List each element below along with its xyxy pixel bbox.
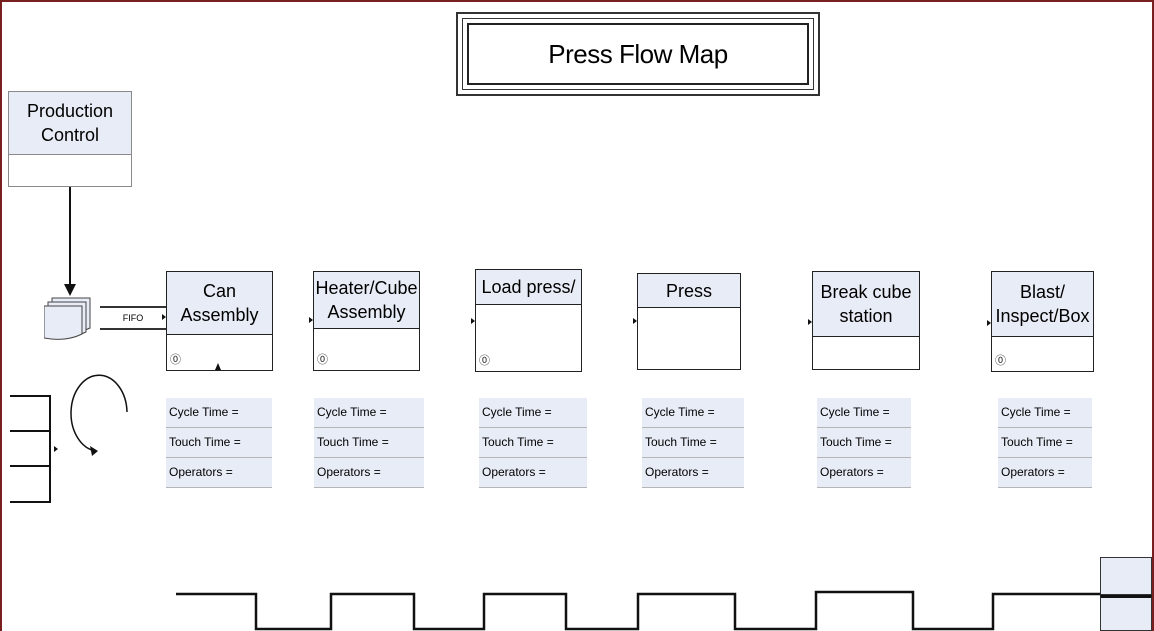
operator-icon: ⓪ — [317, 353, 328, 366]
arrowhead-icon — [808, 319, 812, 325]
operators-label: Operators = — [314, 458, 424, 488]
process-title: Blast/ Inspect/Box — [992, 272, 1093, 337]
arrowhead-icon — [162, 314, 166, 320]
data-box-break-cube-station: Cycle Time = Touch Time = Operators = — [817, 398, 911, 488]
process-title: Heater/Cube Assembly — [314, 272, 419, 329]
operator-icon: ⓪ — [170, 353, 181, 366]
process-box-blast-inspect-box: Blast/ Inspect/Box ⓪ — [991, 271, 1094, 372]
cycle-time-label: Cycle Time = — [314, 398, 424, 428]
process-title: Load press/ — [476, 270, 581, 305]
arrowhead-icon — [987, 320, 991, 326]
data-box-press: Cycle Time = Touch Time = Operators = — [642, 398, 744, 488]
data-box-can-assembly: Cycle Time = Touch Time = Operators = — [166, 398, 272, 488]
cycle-time-label: Cycle Time = — [642, 398, 744, 428]
process-box-load-press: Load press/ ⓪ — [475, 269, 582, 372]
touch-time-label: Touch Time = — [998, 428, 1092, 458]
process-box-can-assembly: Can Assembly ⓪ — [166, 271, 273, 371]
timeline-total-box — [1100, 595, 1152, 631]
cycle-time-label: Cycle Time = — [998, 398, 1092, 428]
data-box-heater-cube-assembly: Cycle Time = Touch Time = Operators = — [314, 398, 424, 488]
process-title: Press — [638, 274, 740, 308]
operators-label: Operators = — [642, 458, 744, 488]
touch-time-label: Touch Time = — [314, 428, 424, 458]
title-frame-outer — [456, 12, 820, 96]
marker-icon — [215, 363, 221, 370]
operators-label: Operators = — [166, 458, 272, 488]
title-frame-middle — [462, 18, 814, 90]
arrowhead-icon — [471, 318, 475, 324]
process-title: Can Assembly — [167, 272, 272, 335]
operators-label: Operators = — [998, 458, 1092, 488]
timeline-summary-box — [1100, 557, 1152, 595]
production-control-label: Production Control — [8, 91, 132, 155]
operator-icon: ⓪ — [995, 354, 1006, 367]
touch-time-label: Touch Time = — [817, 428, 911, 458]
cycle-time-label: Cycle Time = — [166, 398, 272, 428]
inventory-stack-icon — [44, 297, 91, 340]
arrowhead-icon — [54, 446, 58, 452]
process-box-break-cube-station: Break cube station — [812, 271, 920, 370]
process-title: Break cube station — [813, 272, 919, 337]
fifo-lane: FIFO — [100, 306, 166, 330]
operators-label: Operators = — [817, 458, 911, 488]
touch-time-label: Touch Time = — [479, 428, 587, 458]
data-box-load-press: Cycle Time = Touch Time = Operators = — [479, 398, 587, 488]
diagram-title: Press Flow Map — [467, 23, 809, 85]
operators-label: Operators = — [479, 458, 587, 488]
arrowhead-icon — [309, 317, 313, 323]
operator-icon: ⓪ — [479, 354, 490, 367]
cycle-time-label: Cycle Time = — [817, 398, 911, 428]
data-box-blast-inspect-box: Cycle Time = Touch Time = Operators = — [998, 398, 1092, 488]
touch-time-label: Touch Time = — [642, 428, 744, 458]
timeline-ladder — [176, 590, 1100, 631]
cycle-arrow-icon — [70, 374, 128, 452]
left-bracket — [10, 395, 51, 503]
touch-time-label: Touch Time = — [166, 428, 272, 458]
process-box-heater-cube-assembly: Heater/Cube Assembly ⓪ — [313, 271, 420, 371]
cycle-time-label: Cycle Time = — [479, 398, 587, 428]
arrowhead-icon — [64, 284, 76, 296]
process-box-press: Press — [637, 273, 741, 370]
arrowhead-icon — [633, 318, 637, 324]
